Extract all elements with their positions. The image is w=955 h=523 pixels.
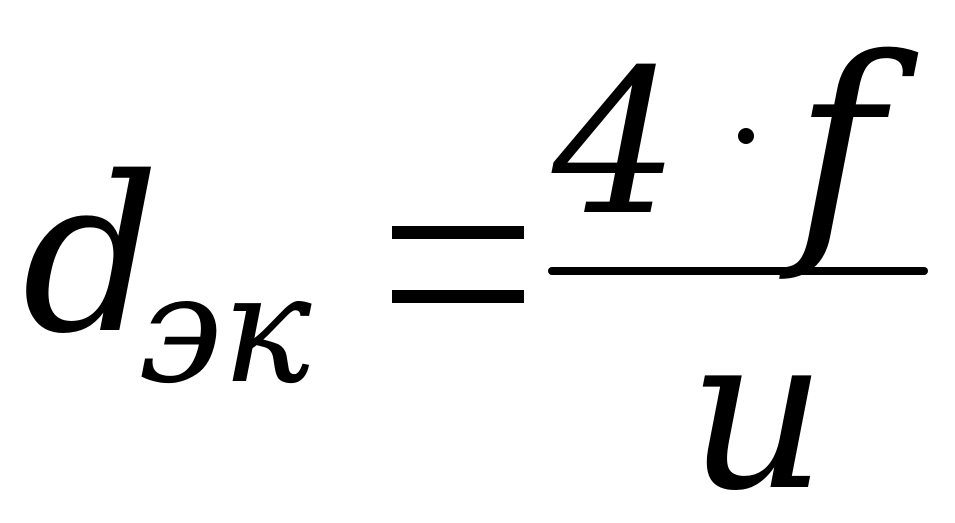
lhs-subscript: эк <box>138 243 312 417</box>
denominator-variable: u <box>688 287 827 523</box>
numerator-variable: f <box>794 6 883 286</box>
lhs-variable: d <box>22 130 160 381</box>
equals-bar-top <box>392 226 524 239</box>
equals-sign <box>392 218 524 303</box>
numerator: 4 f <box>552 26 922 266</box>
equals-bar-bottom <box>392 290 524 303</box>
multiplication-dot <box>738 128 754 144</box>
numerator-coefficient: 4 <box>552 27 680 260</box>
fraction-bar <box>548 267 928 275</box>
